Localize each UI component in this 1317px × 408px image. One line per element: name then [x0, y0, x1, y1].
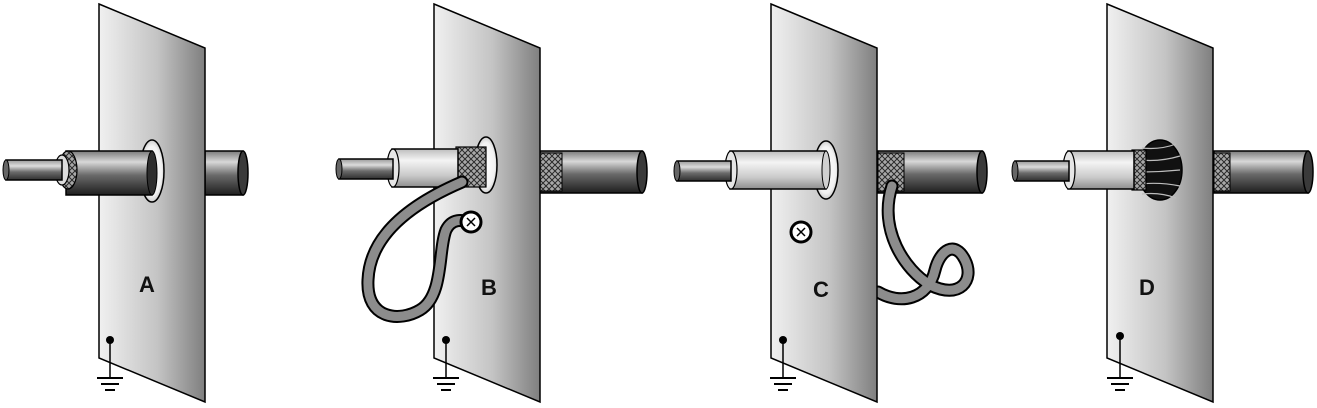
panel-label-b: B	[481, 275, 497, 300]
cable-rear-a	[204, 150, 249, 196]
panel-c: C	[673, 2, 988, 404]
metal-plate-c	[770, 2, 878, 404]
metal-plate-d	[1106, 2, 1214, 404]
cable-front-b	[335, 146, 487, 188]
cable-front-d	[1011, 149, 1147, 191]
cable-front-c	[673, 150, 831, 190]
panel-label-a: A	[139, 272, 155, 297]
metal-plate-b	[433, 2, 541, 404]
panel-label-d: D	[1139, 275, 1155, 300]
cable-rear-b	[539, 150, 648, 194]
cable-rear-d	[1213, 150, 1314, 194]
panel-b: B	[335, 2, 648, 404]
shield-clamp-d	[1137, 139, 1183, 201]
panel-a: A	[2, 2, 249, 404]
ground-symbol-icon	[433, 336, 459, 391]
ground-symbol-icon	[770, 336, 796, 391]
screw-terminal-icon	[459, 210, 483, 234]
cable-front-a	[2, 150, 158, 196]
screw-terminal-icon	[789, 220, 813, 244]
metal-plate-a	[98, 2, 206, 404]
ground-symbol-icon	[97, 336, 123, 391]
panel-label-c: C	[813, 277, 829, 302]
panel-d: D	[1011, 2, 1314, 404]
ground-symbol-icon	[1107, 332, 1133, 391]
